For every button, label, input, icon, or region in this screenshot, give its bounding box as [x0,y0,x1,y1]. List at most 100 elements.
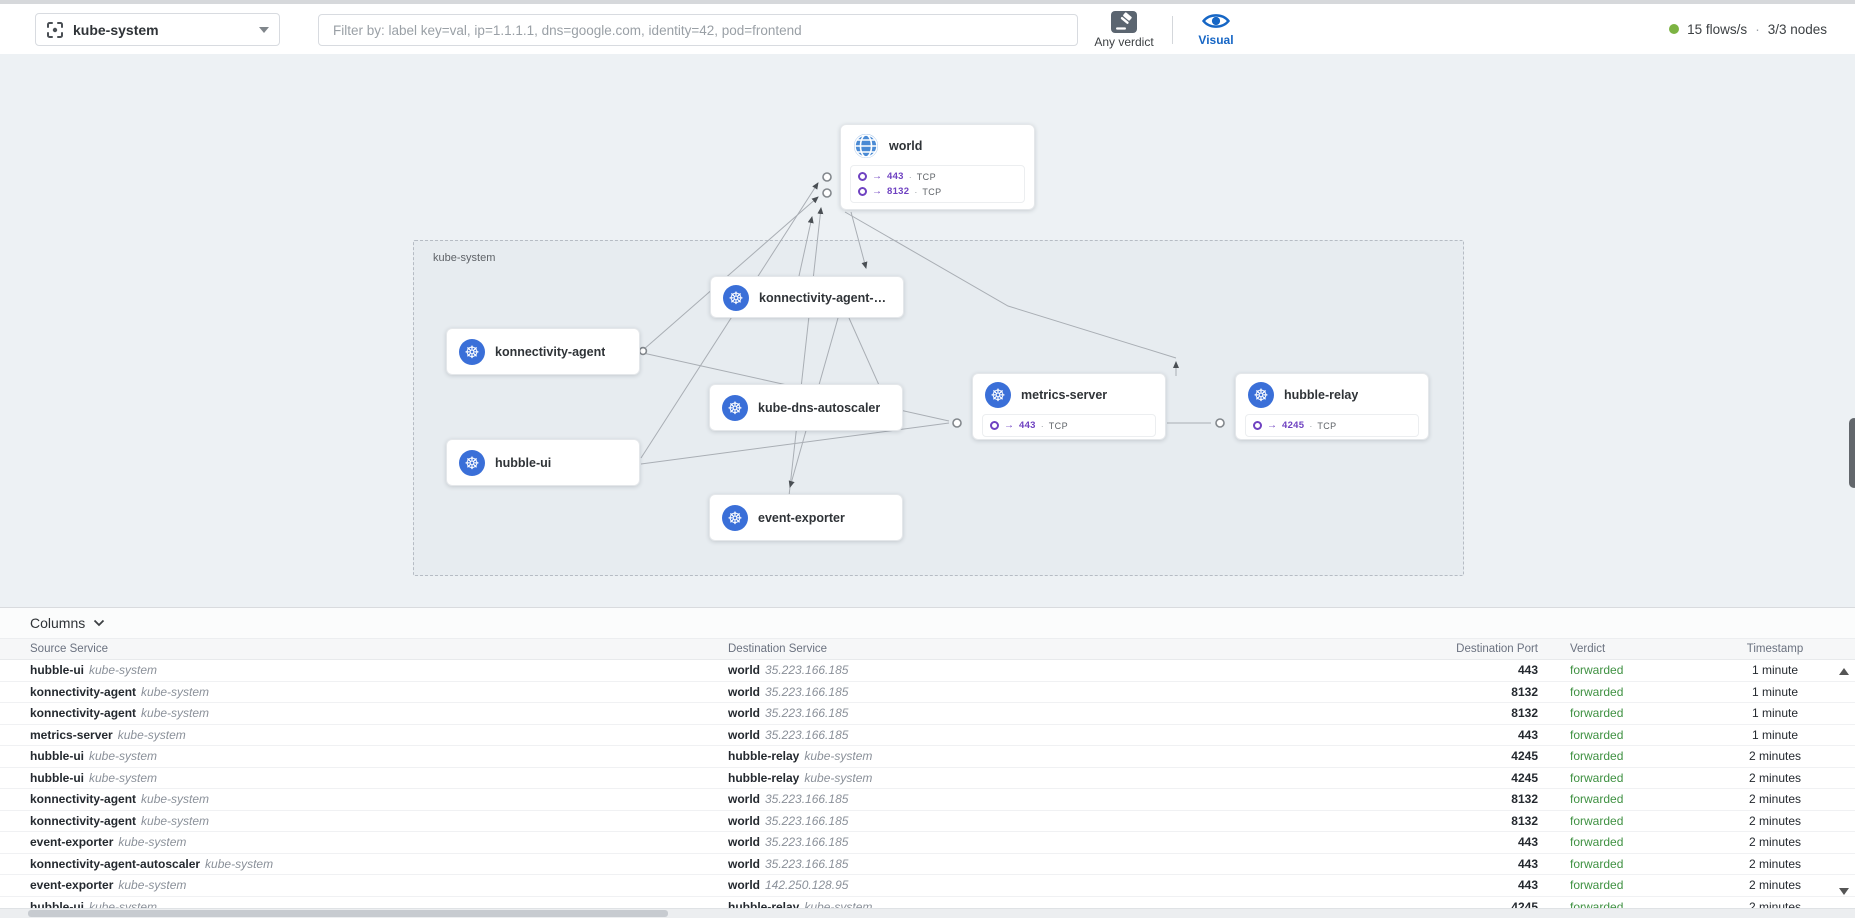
header-destination-port[interactable]: Destination Port [1456,643,1538,655]
timestamp-cell: 2 minutes [1748,878,1802,893]
service-node-metrics-server[interactable]: metrics-server 443 TCP [972,373,1166,440]
namespace-boundary-label: kube-system [433,252,496,264]
destination-port-cell: 443 [1517,727,1538,742]
verdict-cell: forwarded [1570,749,1624,764]
timestamp-cell: 2 minutes [1748,770,1802,785]
header-verdict[interactable]: Verdict [1570,643,1606,655]
destination-service-cell: world 35.223.166.185 [728,812,1418,830]
dot-separator [1309,421,1312,431]
kubernetes-icon [722,395,748,421]
horizontal-scrollbar[interactable] [0,908,1855,918]
columns-button[interactable]: Columns [0,608,1855,638]
table-scroll-up-arrow[interactable] [1839,668,1849,675]
service-node-label: konnectivity-agent [495,345,606,359]
verdict-cell: forwarded [1570,770,1624,785]
flow-filter-input[interactable] [318,14,1078,46]
header-timestamp[interactable]: Timestamp [1746,643,1804,655]
connection-status: 15 flows/s · 3/3 nodes [1669,4,1827,54]
service-node-event-exporter[interactable]: event-exporter [709,494,903,541]
verdict-cell: forwarded [1570,835,1624,850]
horizontal-scrollbar-thumb[interactable] [28,910,668,917]
verdict-filter-button[interactable]: Any verdict [1088,11,1160,49]
port-row[interactable]: 4245 TCP [1253,418,1411,433]
header-source-service[interactable]: Source Service [30,643,108,655]
service-node-hubble-ui[interactable]: hubble-ui [446,439,640,486]
source-service-name: konnectivity-agent-autoscaler [30,856,201,871]
port-row[interactable]: 8132 TCP [858,184,1017,199]
verdict-cell: forwarded [1570,706,1624,721]
kubernetes-icon [722,505,748,531]
status-separator: · [1755,21,1760,37]
destination-port-cell: 8132 [1511,684,1538,699]
destination-service-name: world [728,663,760,678]
port-row[interactable]: 443 TCP [990,418,1148,433]
destination-service-name: hubble-relay [728,749,800,764]
destination-port-cell: 443 [1517,835,1538,850]
dot-separator [914,187,917,197]
destination-detail: kube-system [804,770,873,785]
destination-detail: 35.223.166.185 [765,684,849,699]
destination-detail: 35.223.166.185 [765,856,849,871]
port-number: 4245 [1282,420,1305,431]
destination-port-cell: 8132 [1511,706,1538,721]
header-destination-service[interactable]: Destination Service [728,643,828,655]
globe-icon [854,134,878,158]
policy-dot-icon [990,421,999,430]
service-node-kube-dns-autoscaler[interactable]: kube-dns-autoscaler [709,384,903,431]
view-mode-toggle[interactable]: Visual [1186,11,1246,47]
port-row[interactable]: 443 TCP [858,169,1017,184]
destination-service-name: world [728,792,760,807]
namespace-value: kube-system [73,21,159,38]
service-node-label: kube-dns-autoscaler [758,401,881,415]
port-protocol: TCP [1048,420,1068,431]
policy-dot-icon [858,172,867,181]
verdict-cell: forwarded [1570,684,1624,699]
map-vertical-scrollbar-thumb[interactable] [1849,418,1855,488]
service-node-konnectivity-agent-autoscaler[interactable]: konnectivity-agent-autosc... [710,276,904,318]
verdict-cell: forwarded [1570,856,1624,871]
destination-detail: 35.223.166.185 [765,813,849,828]
destination-detail: 35.223.166.185 [765,835,849,850]
kubernetes-icon [459,450,485,476]
service-node-label: metrics-server [1021,388,1108,402]
timestamp-cell: 2 minutes [1748,813,1802,828]
service-node-hubble-relay[interactable]: hubble-relay 4245 TCP [1235,373,1429,440]
gavel-icon [1111,11,1137,33]
source-service-name: konnectivity-agent [30,813,137,828]
service-node-label: hubble-ui [495,456,552,470]
service-node-label: world [889,139,923,153]
flows-panel: Columns Source Service Destination Servi… [0,607,1855,919]
arrow-right-icon [1004,420,1014,431]
destination-service-name: world [728,813,760,828]
timestamp-cell: 2 minutes [1748,749,1802,764]
table-scroll-down-arrow[interactable] [1839,888,1849,895]
verdict-cell: forwarded [1570,813,1624,828]
namespace-select[interactable]: kube-system [35,13,280,46]
service-map: kube-system [0,54,1855,607]
service-node-konnectivity-agent[interactable]: konnectivity-agent [446,328,640,375]
service-node-label: konnectivity-agent-autosc... [759,291,891,305]
source-service-name: hubble-ui [30,770,84,785]
service-node-world[interactable]: world 443 TCP 8132 TCP [840,124,1035,210]
